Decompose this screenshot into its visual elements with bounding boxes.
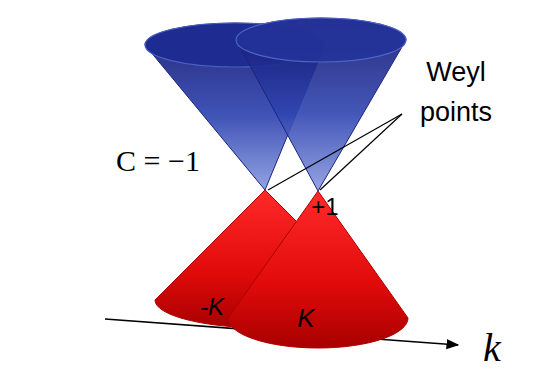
text-label: +1 xyxy=(311,194,338,220)
upper-cone xyxy=(236,18,406,191)
leader-line xyxy=(268,114,402,190)
lower-cone xyxy=(228,191,408,348)
text-label: k xyxy=(483,326,501,370)
text-label: -K xyxy=(200,294,224,320)
leader-line xyxy=(320,114,402,190)
text-label: K xyxy=(297,304,314,333)
cone-rim xyxy=(236,18,406,62)
text-label: C = −1 xyxy=(116,144,200,177)
text-label: Weyl points xyxy=(401,52,511,133)
